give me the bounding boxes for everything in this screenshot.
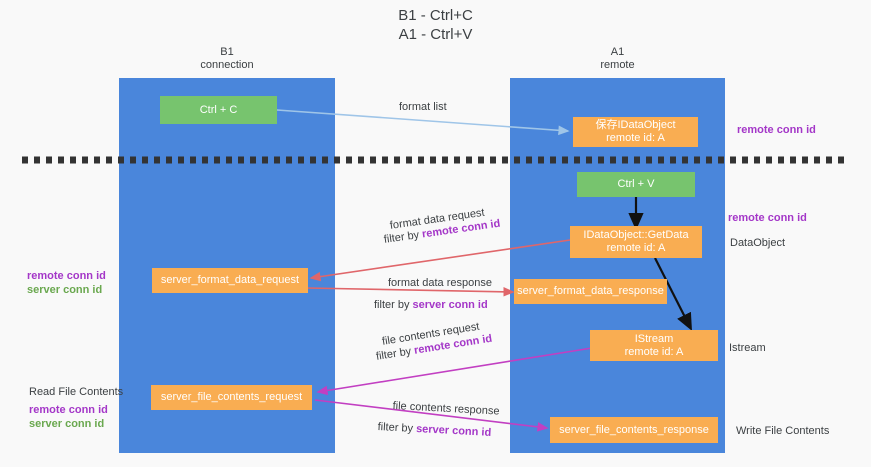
edge-label-format-data-response-text: format data response [388,277,492,289]
node-idataobject-getdata[interactable]: IDataObject::GetData remote id: A [570,226,702,258]
annotation-text: remote conn id [728,212,807,224]
node-server-format-data-response-label: server_format_data_response [517,285,664,297]
annotation-left-server-conn-id-2: server conn id [29,417,104,431]
annotation-text: remote conn id [737,124,816,136]
node-istream[interactable]: IStream remote id: A [590,330,718,361]
node-idataobject-getdata-label: IDataObject::GetData [583,229,689,241]
node-ctrl-v-label: Ctrl + V [617,178,655,190]
annotation-text: remote conn id [29,404,108,416]
annotation-text: server conn id [27,284,103,296]
annotation-text: remote conn id [27,270,106,282]
node-server-file-contents-request[interactable]: server_file_contents_request [151,385,312,410]
filter-by-prefix: filter by [374,299,413,311]
annotation-text: Write File Contents [736,425,830,437]
filter-by-prefix: filter by [377,420,417,435]
node-save-idataobject-label: 保存IDataObject [595,119,676,131]
filter-id-server-conn-id: server conn id [415,423,492,439]
annotation-right-remote-conn-id-2: remote conn id [728,211,807,225]
annotation-text: DataObject [730,237,786,249]
node-ctrl-c-label: Ctrl + C [199,103,238,116]
node-save-idataobject-sub: remote id: A [606,132,665,144]
edge-label-file-contents-response-text: file contents response [392,399,500,418]
edge-label-format-data-response: format data response [388,276,492,290]
filter-by-prefix: filter by [383,228,423,246]
annotation-right-istream: Istream [729,341,766,355]
annotation-left-remote-conn-id-2: remote conn id [29,403,108,417]
node-idataobject-getdata-sub: remote id: A [606,242,666,254]
node-server-format-data-request[interactable]: server_format_data_request [152,268,308,293]
filter-id-server-conn-id: server conn id [412,299,488,311]
node-istream-sub: remote id: A [624,345,684,358]
page-title: B1 - Ctrl+C A1 - Ctrl+V [0,6,871,44]
annotation-left-server-conn-id-1: server conn id [27,283,102,297]
annotation-text: server conn id [29,418,105,430]
annotation-text: Read File Contents [29,386,124,398]
page-title-line1: B1 - Ctrl+C [398,7,473,24]
lane-header-a1-role: remote [600,59,635,71]
edge-label-format-list-text: format list [399,101,447,113]
page-title-line2: A1 - Ctrl+V [398,26,473,43]
lane-header-b1-role: connection [200,59,254,71]
filter-by-prefix: filter by [375,344,416,363]
node-server-file-contents-response-label: server_file_contents_response [559,423,709,436]
node-save-idataobject[interactable]: 保存IDataObject remote id: A [573,117,698,147]
annotation-text: Istream [729,342,766,354]
node-istream-label: IStream [634,332,674,345]
lane-header-b1-name: B1 [220,46,234,58]
annotation-left-remote-conn-id-1: remote conn id [27,269,106,283]
annotation-right-write-file-contents: Write File Contents [736,424,829,438]
annotation-left-read-file-contents: Read File Contents [29,385,123,399]
edge-label-format-list: format list [399,100,447,114]
lane-header-a1: A1 remote [510,46,725,72]
node-ctrl-c[interactable]: Ctrl + C [160,96,277,124]
node-server-format-data-request-label: server_format_data_request [160,274,300,286]
node-ctrl-v[interactable]: Ctrl + V [577,172,695,197]
lane-header-a1-name: A1 [610,46,625,58]
annotation-right-remote-conn-id-1: remote conn id [737,123,816,137]
node-server-file-contents-response[interactable]: server_file_contents_response [550,417,718,443]
edge-label-file-contents-response-filter: filter by server conn id [377,420,491,440]
node-server-file-contents-request-label: server_file_contents_request [160,391,303,403]
edge-label-format-data-response-filter: filter by server conn id [374,298,488,312]
edge-label-file-contents-response: file contents response [392,399,500,419]
node-server-format-data-response[interactable]: server_format_data_response [514,279,667,304]
lane-header-b1: B1 connection [119,46,335,72]
annotation-right-dataobject: DataObject [730,236,785,250]
